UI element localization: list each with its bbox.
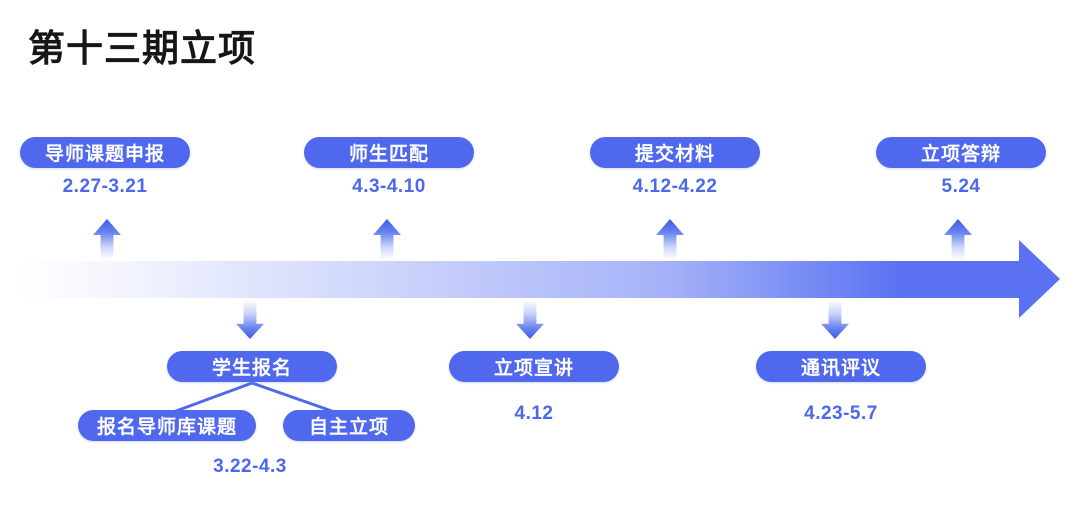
up-arrow-icon — [373, 219, 401, 259]
stage-pill-mentor-topic-application: 导师课题申报 — [20, 137, 190, 168]
stage-pill-submit-materials: 提交材料 — [590, 137, 760, 168]
stage-pill-teacher-student-matching: 师生匹配 — [304, 137, 474, 168]
down-arrow-icon — [236, 301, 264, 339]
stage-pill-student-registration: 学生报名 — [167, 351, 337, 382]
sub-pill-independent-project: 自主立项 — [283, 410, 415, 441]
sub-pill-mentor-library-topic: 报名导师库课题 — [78, 410, 256, 441]
down-arrow-icon — [516, 301, 544, 339]
timeline-arrow-head-icon — [1019, 240, 1060, 318]
stage-date-project-defense: 5.24 — [941, 176, 981, 197]
timeline-arrow-body — [18, 261, 1020, 298]
stage-date-project-presentation: 4.12 — [514, 403, 554, 424]
stage-pill-project-defense: 立项答辩 — [876, 137, 1046, 168]
stage-date-submit-materials: 4.12-4.22 — [632, 176, 718, 197]
page-title: 第十三期立项 — [28, 28, 256, 69]
down-arrow-icon — [821, 301, 849, 339]
stage-pill-correspondence-review: 通讯评议 — [756, 351, 926, 382]
stage-date-mentor-topic-application: 2.27-3.21 — [62, 176, 148, 197]
stage-date-correspondence-review: 4.23-5.7 — [804, 403, 878, 424]
stage-date-student-registration: 3.22-4.3 — [213, 456, 287, 477]
up-arrow-icon — [944, 219, 972, 259]
stage-pill-project-presentation: 立项宣讲 — [449, 351, 619, 382]
up-arrow-icon — [93, 219, 121, 259]
stage-date-teacher-student-matching: 4.3-4.10 — [352, 176, 426, 197]
up-arrow-icon — [656, 219, 684, 259]
